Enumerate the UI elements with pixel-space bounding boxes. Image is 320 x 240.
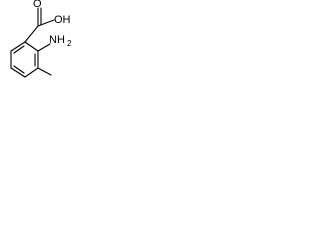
hydroxyl-label: OH	[54, 14, 71, 26]
ch2-bond	[24, 25, 39, 43]
structure-diagram: O OH NH 2	[0, 0, 74, 98]
ring-bond-3	[24, 67, 39, 78]
ring-bond-1	[24, 41, 39, 52]
amine-bond	[37, 43, 51, 52]
molecule-svg: O OH NH 2	[10, 0, 72, 78]
ring-bond-6	[10, 41, 26, 52]
ring-inner-bond-3	[13, 45, 25, 54]
ring-inner-bond-2	[13, 65, 25, 74]
c-oh-bond	[37, 19, 55, 27]
amine-subscript: 2	[67, 39, 72, 48]
amine-label: NH	[49, 34, 65, 46]
ring-bond-4	[10, 67, 26, 78]
methyl-bond	[37, 67, 52, 76]
carbonyl-oxygen-label: O	[33, 0, 42, 10]
